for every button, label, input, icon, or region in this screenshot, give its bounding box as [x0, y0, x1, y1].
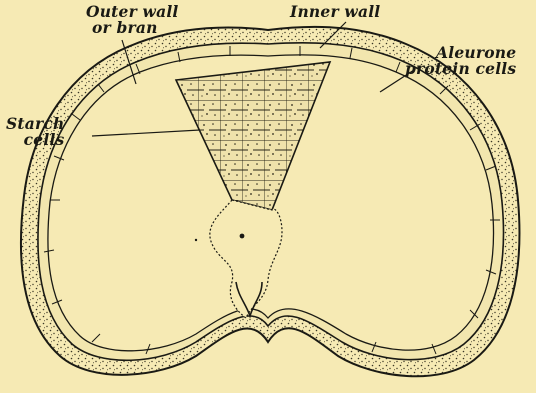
- starch-label-line2: cells: [6, 132, 64, 148]
- inner-wall-label: Inner wall: [290, 4, 380, 20]
- aleurone-label-line2: protein cells: [405, 61, 516, 77]
- outer-wall-label-line2: or bran: [86, 20, 179, 36]
- outer-wall-label: Outer wall or bran: [86, 4, 179, 36]
- aleurone-label: Aleurone protein cells: [405, 45, 516, 77]
- starch-label: Starch cells: [6, 116, 64, 148]
